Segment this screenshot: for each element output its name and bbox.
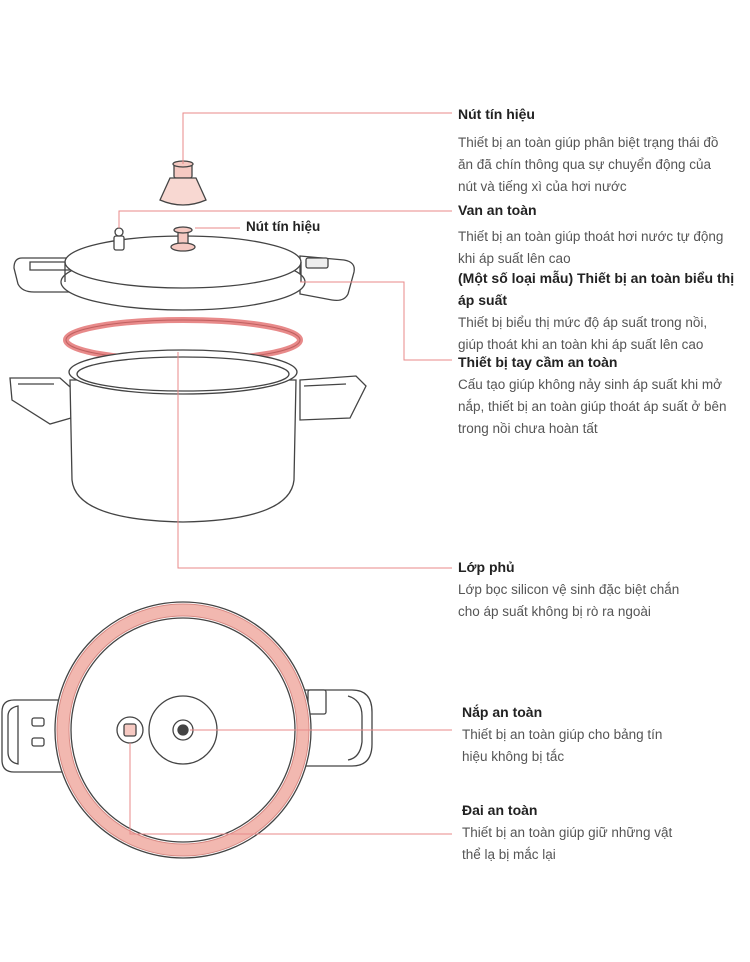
callout-line: nắp, thiết bị an toàn giúp thoát áp suất… bbox=[458, 399, 727, 414]
callout-safety-handle: Thiết bị tay cầm an toàn Cấu tạo giúp kh… bbox=[458, 352, 750, 440]
callout-safety-valve: Van an toàn Thiết bị an toàn giúp thoát … bbox=[458, 200, 748, 270]
leader-lines bbox=[118, 112, 452, 835]
callout-title: Van an toàn bbox=[458, 202, 537, 218]
cooker-pot bbox=[9, 349, 367, 523]
callout-title: Thiết bị tay cầm an toàn bbox=[458, 354, 618, 370]
signal-button-part bbox=[159, 160, 207, 206]
callout-line: Thiết bị an toàn giúp phân biệt trạng th… bbox=[458, 135, 719, 150]
callout-line: ăn đã chín thông qua sự chuyển động của bbox=[458, 157, 711, 172]
callout-line: Thiết bị an toàn giúp giữ những vật bbox=[462, 825, 673, 840]
callout-line: hiệu không bị tắc bbox=[462, 749, 565, 764]
lid-signal-label: Nút tín hiệu bbox=[246, 219, 321, 234]
callout-safety-cap: Nắp an toàn Thiết bị an toàn giúp cho bả… bbox=[462, 702, 748, 768]
callout-line: cho áp suất không bị rò ra ngoài bbox=[458, 604, 651, 619]
callout-line: nút và tiếng xì của hơi nước bbox=[458, 179, 627, 194]
callout-pressure-indicator: (Một số loại mẫu) Thiết bị an toàn biểu … bbox=[458, 268, 748, 356]
callout-line: Thiết bị biểu thị mức độ áp suất trong n… bbox=[458, 315, 708, 330]
callout-title: Lớp phủ bbox=[458, 559, 515, 575]
callout-line: trong nồi chưa hoàn tất bbox=[458, 421, 598, 436]
callout-line: Cấu tạo giúp không nảy sinh áp suất khi … bbox=[458, 377, 723, 392]
callout-line: thể lạ bị mắc lại bbox=[462, 847, 556, 862]
callout-title: áp suất bbox=[458, 292, 508, 308]
callout-line: giúp thoát khi an toàn khi áp suất lên c… bbox=[458, 337, 704, 352]
callout-line: Thiết bị an toàn giúp cho bảng tín bbox=[462, 727, 663, 742]
callout-line: khi áp suất lên cao bbox=[458, 251, 571, 266]
callout-coating: Lớp phủ Lớp bọc silicon vệ sinh đặc biệt… bbox=[458, 557, 748, 623]
callout-signal-button: Nút tín hiệu Thiết bị an toàn giúp phân … bbox=[458, 104, 748, 198]
callout-title: Nắp an toàn bbox=[462, 704, 543, 720]
callout-title: Nút tín hiệu bbox=[458, 106, 535, 122]
cooker-lid bbox=[13, 226, 355, 311]
callout-title: Đai an toàn bbox=[462, 802, 538, 818]
callout-safety-ring: Đai an toàn Thiết bị an toàn giúp giữ nh… bbox=[462, 800, 748, 866]
callout-line: Lớp bọc silicon vệ sinh đặc biệt chắn bbox=[458, 582, 680, 597]
cooker-top-view bbox=[1, 601, 373, 859]
callout-title: (Một số loại mẫu) Thiết bị an toàn biểu … bbox=[458, 270, 735, 286]
callout-line: Thiết bị an toàn giúp thoát hơi nước tự … bbox=[458, 229, 724, 244]
